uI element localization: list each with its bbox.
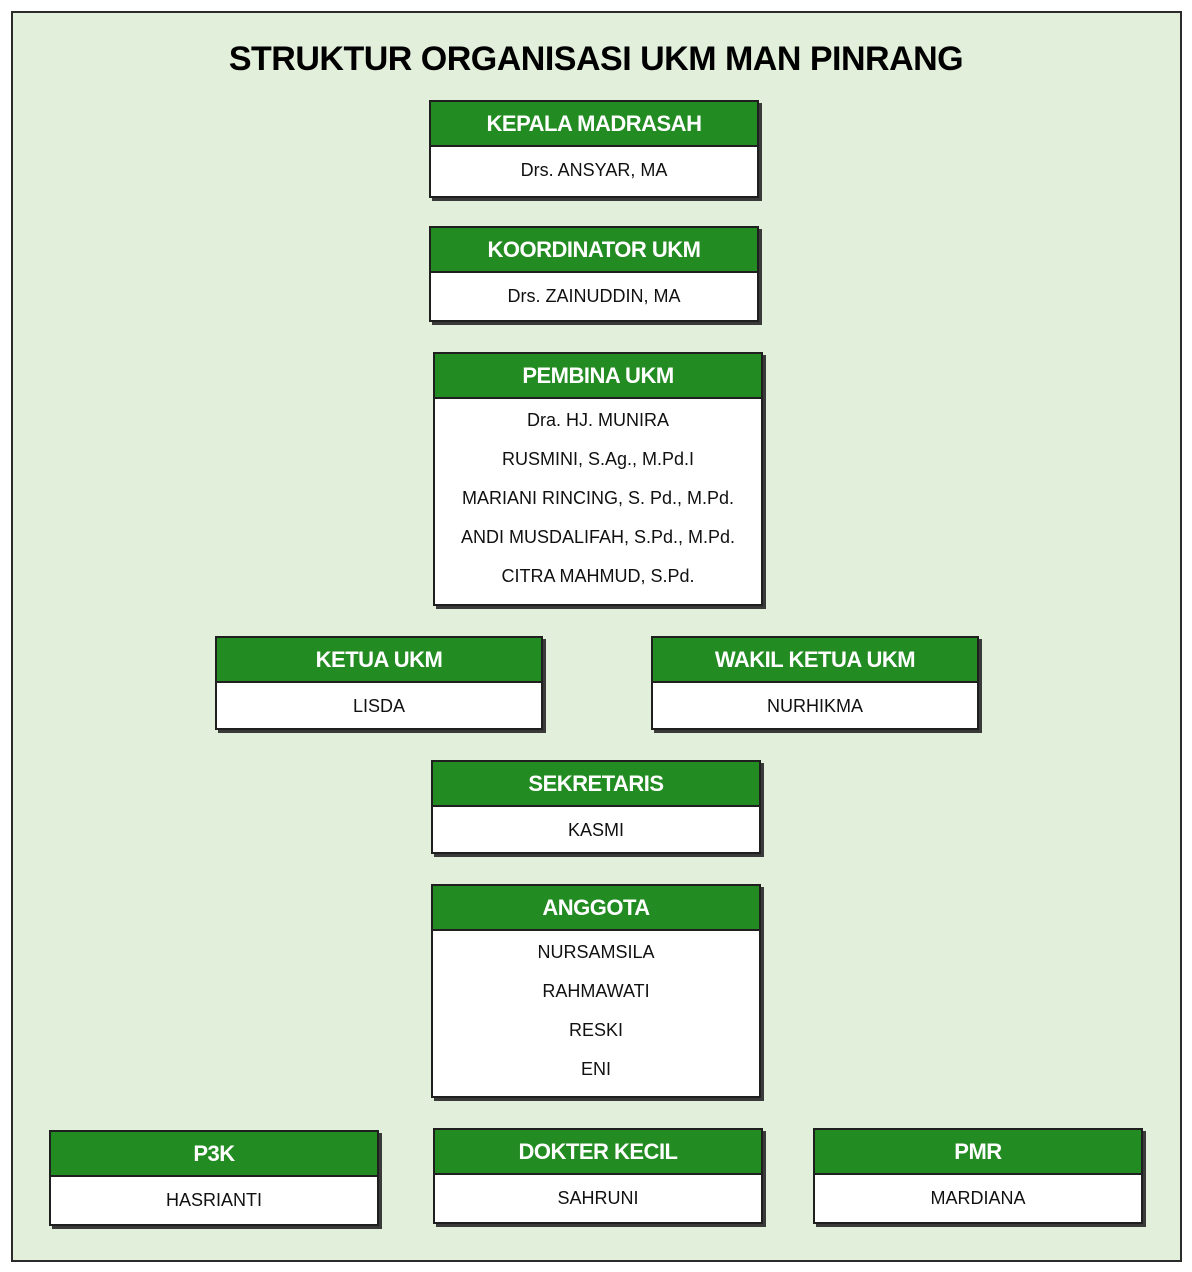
member-name: Drs. ANSYAR, MA	[520, 160, 668, 180]
box-p3k: P3K HASRIANTI	[49, 1130, 379, 1226]
box-members: LISDA	[217, 683, 541, 729]
member-name: ANDI MUSDALIFAH, S.Pd., M.Pd.	[460, 527, 736, 547]
box-wakil-ketua-ukm: WAKIL KETUA UKM NURHIKMA	[651, 636, 979, 730]
member-name: NURHIKMA	[766, 696, 863, 716]
box-koordinator-ukm: KOORDINATOR UKM Drs. ZAINUDDIN, MA	[429, 226, 759, 322]
member-name: MARDIANA	[930, 1188, 1026, 1208]
box-title: KETUA UKM	[217, 638, 541, 683]
member-name: NURSAMSILA	[537, 942, 655, 962]
box-members: KASMI	[433, 807, 759, 853]
box-title: ANGGOTA	[433, 886, 759, 931]
member-name: Drs. ZAINUDDIN, MA	[507, 286, 681, 306]
box-title: WAKIL KETUA UKM	[653, 638, 977, 683]
box-members: NURSAMSILA RAHMAWATI RESKI ENI	[433, 931, 759, 1089]
member-name: KASMI	[567, 820, 624, 840]
box-pmr: PMR MARDIANA	[813, 1128, 1143, 1224]
page-title: STRUKTUR ORGANISASI UKM MAN PINRANG	[228, 40, 964, 78]
box-title: P3K	[51, 1132, 377, 1177]
box-anggota: ANGGOTA NURSAMSILA RAHMAWATI RESKI ENI	[431, 884, 761, 1098]
box-members: Drs. ZAINUDDIN, MA	[431, 273, 757, 319]
box-title: DOKTER KECIL	[435, 1130, 761, 1175]
box-title: PEMBINA UKM	[435, 354, 761, 399]
member-name: HASRIANTI	[165, 1190, 262, 1210]
box-members: SAHRUNI	[435, 1175, 761, 1221]
box-pembina-ukm: PEMBINA UKM Dra. HJ. MUNIRA RUSMINI, S.A…	[433, 352, 763, 606]
box-members: Drs. ANSYAR, MA	[431, 147, 757, 193]
box-title: KEPALA MADRASAH	[431, 102, 757, 147]
box-dokter-kecil: DOKTER KECIL SAHRUNI	[433, 1128, 763, 1224]
box-members: HASRIANTI	[51, 1177, 377, 1223]
member-name: MARIANI RINCING, S. Pd., M.Pd.	[461, 488, 735, 508]
box-members: Dra. HJ. MUNIRA RUSMINI, S.Ag., M.Pd.I M…	[435, 399, 761, 596]
box-kepala-madrasah: KEPALA MADRASAH Drs. ANSYAR, MA	[429, 100, 759, 198]
member-name: SAHRUNI	[557, 1188, 639, 1208]
member-name: Dra. HJ. MUNIRA	[526, 410, 669, 430]
box-members: MARDIANA	[815, 1175, 1141, 1221]
box-title: SEKRETARIS	[433, 762, 759, 807]
member-name: RUSMINI, S.Ag., M.Pd.I	[501, 449, 695, 469]
member-name: LISDA	[352, 696, 406, 716]
member-name: ENI	[580, 1059, 611, 1079]
box-sekretaris: SEKRETARIS KASMI	[431, 760, 761, 854]
member-name: RAHMAWATI	[542, 981, 650, 1001]
box-title: PMR	[815, 1130, 1141, 1175]
member-name: RESKI	[568, 1020, 624, 1040]
box-title: KOORDINATOR UKM	[431, 228, 757, 273]
box-members: NURHIKMA	[653, 683, 977, 729]
member-name: CITRA MAHMUD, S.Pd.	[501, 566, 695, 586]
box-ketua-ukm: KETUA UKM LISDA	[215, 636, 543, 730]
